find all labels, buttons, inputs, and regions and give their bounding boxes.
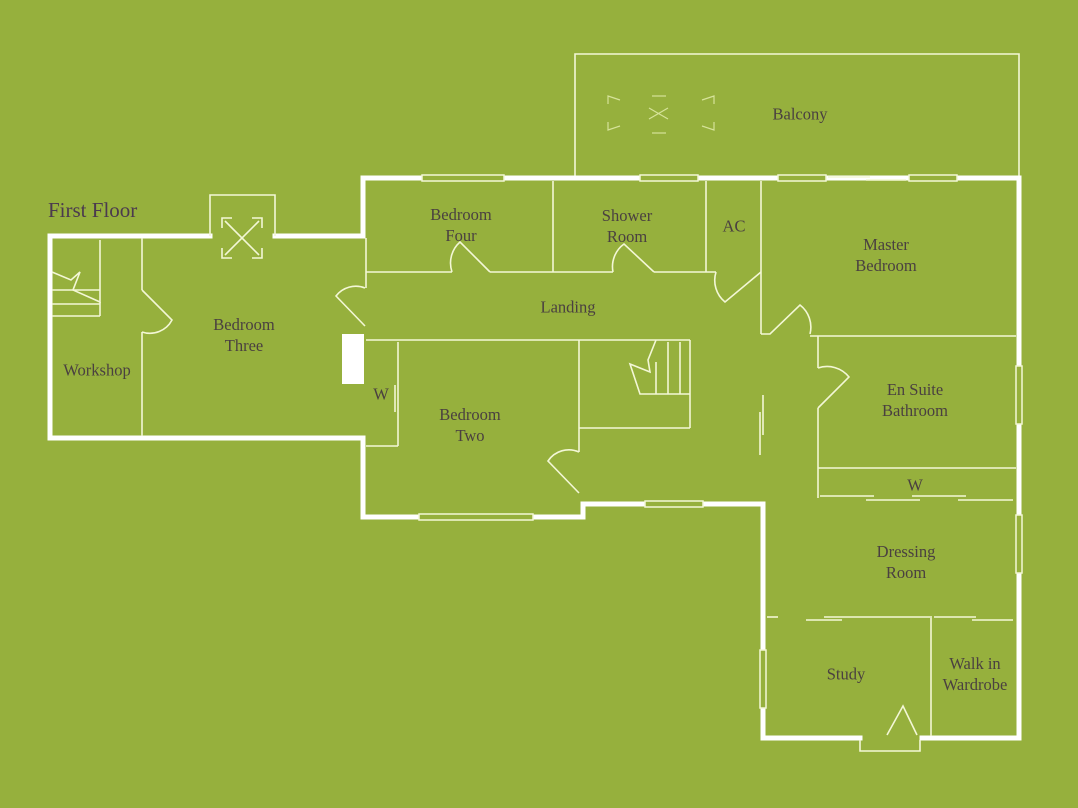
- room-label-dressing-room: Dressing Room: [876, 542, 936, 582]
- windows: [418, 174, 1023, 709]
- room-label-landing: Landing: [540, 297, 596, 317]
- room-label-wardrobe-bedroom-two: W: [373, 384, 389, 404]
- room-label-balcony: Balcony: [772, 104, 828, 124]
- room-label-bedroom-two: Bedroom Two: [439, 405, 501, 445]
- skylight-icon: [221, 217, 263, 259]
- room-label-en-suite-bathroom: En Suite Bathroom: [882, 380, 948, 420]
- page-title: First Floor: [48, 198, 138, 222]
- chimney-block: [342, 334, 364, 384]
- room-label-bedroom-four: Bedroom Four: [430, 205, 492, 245]
- interior-walls: [51, 181, 1016, 752]
- room-label-walk-in-wardrobe: Walk in Wardrobe: [942, 654, 1008, 694]
- room-label-master-bedroom: Master Bedroom: [855, 235, 917, 275]
- skylight-icon: [607, 95, 715, 134]
- bay-bedroom-three: [209, 194, 276, 259]
- room-label-bedroom-three: Bedroom Three: [213, 315, 275, 355]
- room-label-wardrobe-en-suite: W: [907, 475, 923, 495]
- balcony-outline: [574, 53, 1020, 178]
- room-label-shower-room: Shower Room: [601, 206, 653, 246]
- room-label-ac: AC: [722, 216, 746, 236]
- room-label-study: Study: [826, 664, 866, 684]
- room-label-workshop: Workshop: [63, 360, 131, 380]
